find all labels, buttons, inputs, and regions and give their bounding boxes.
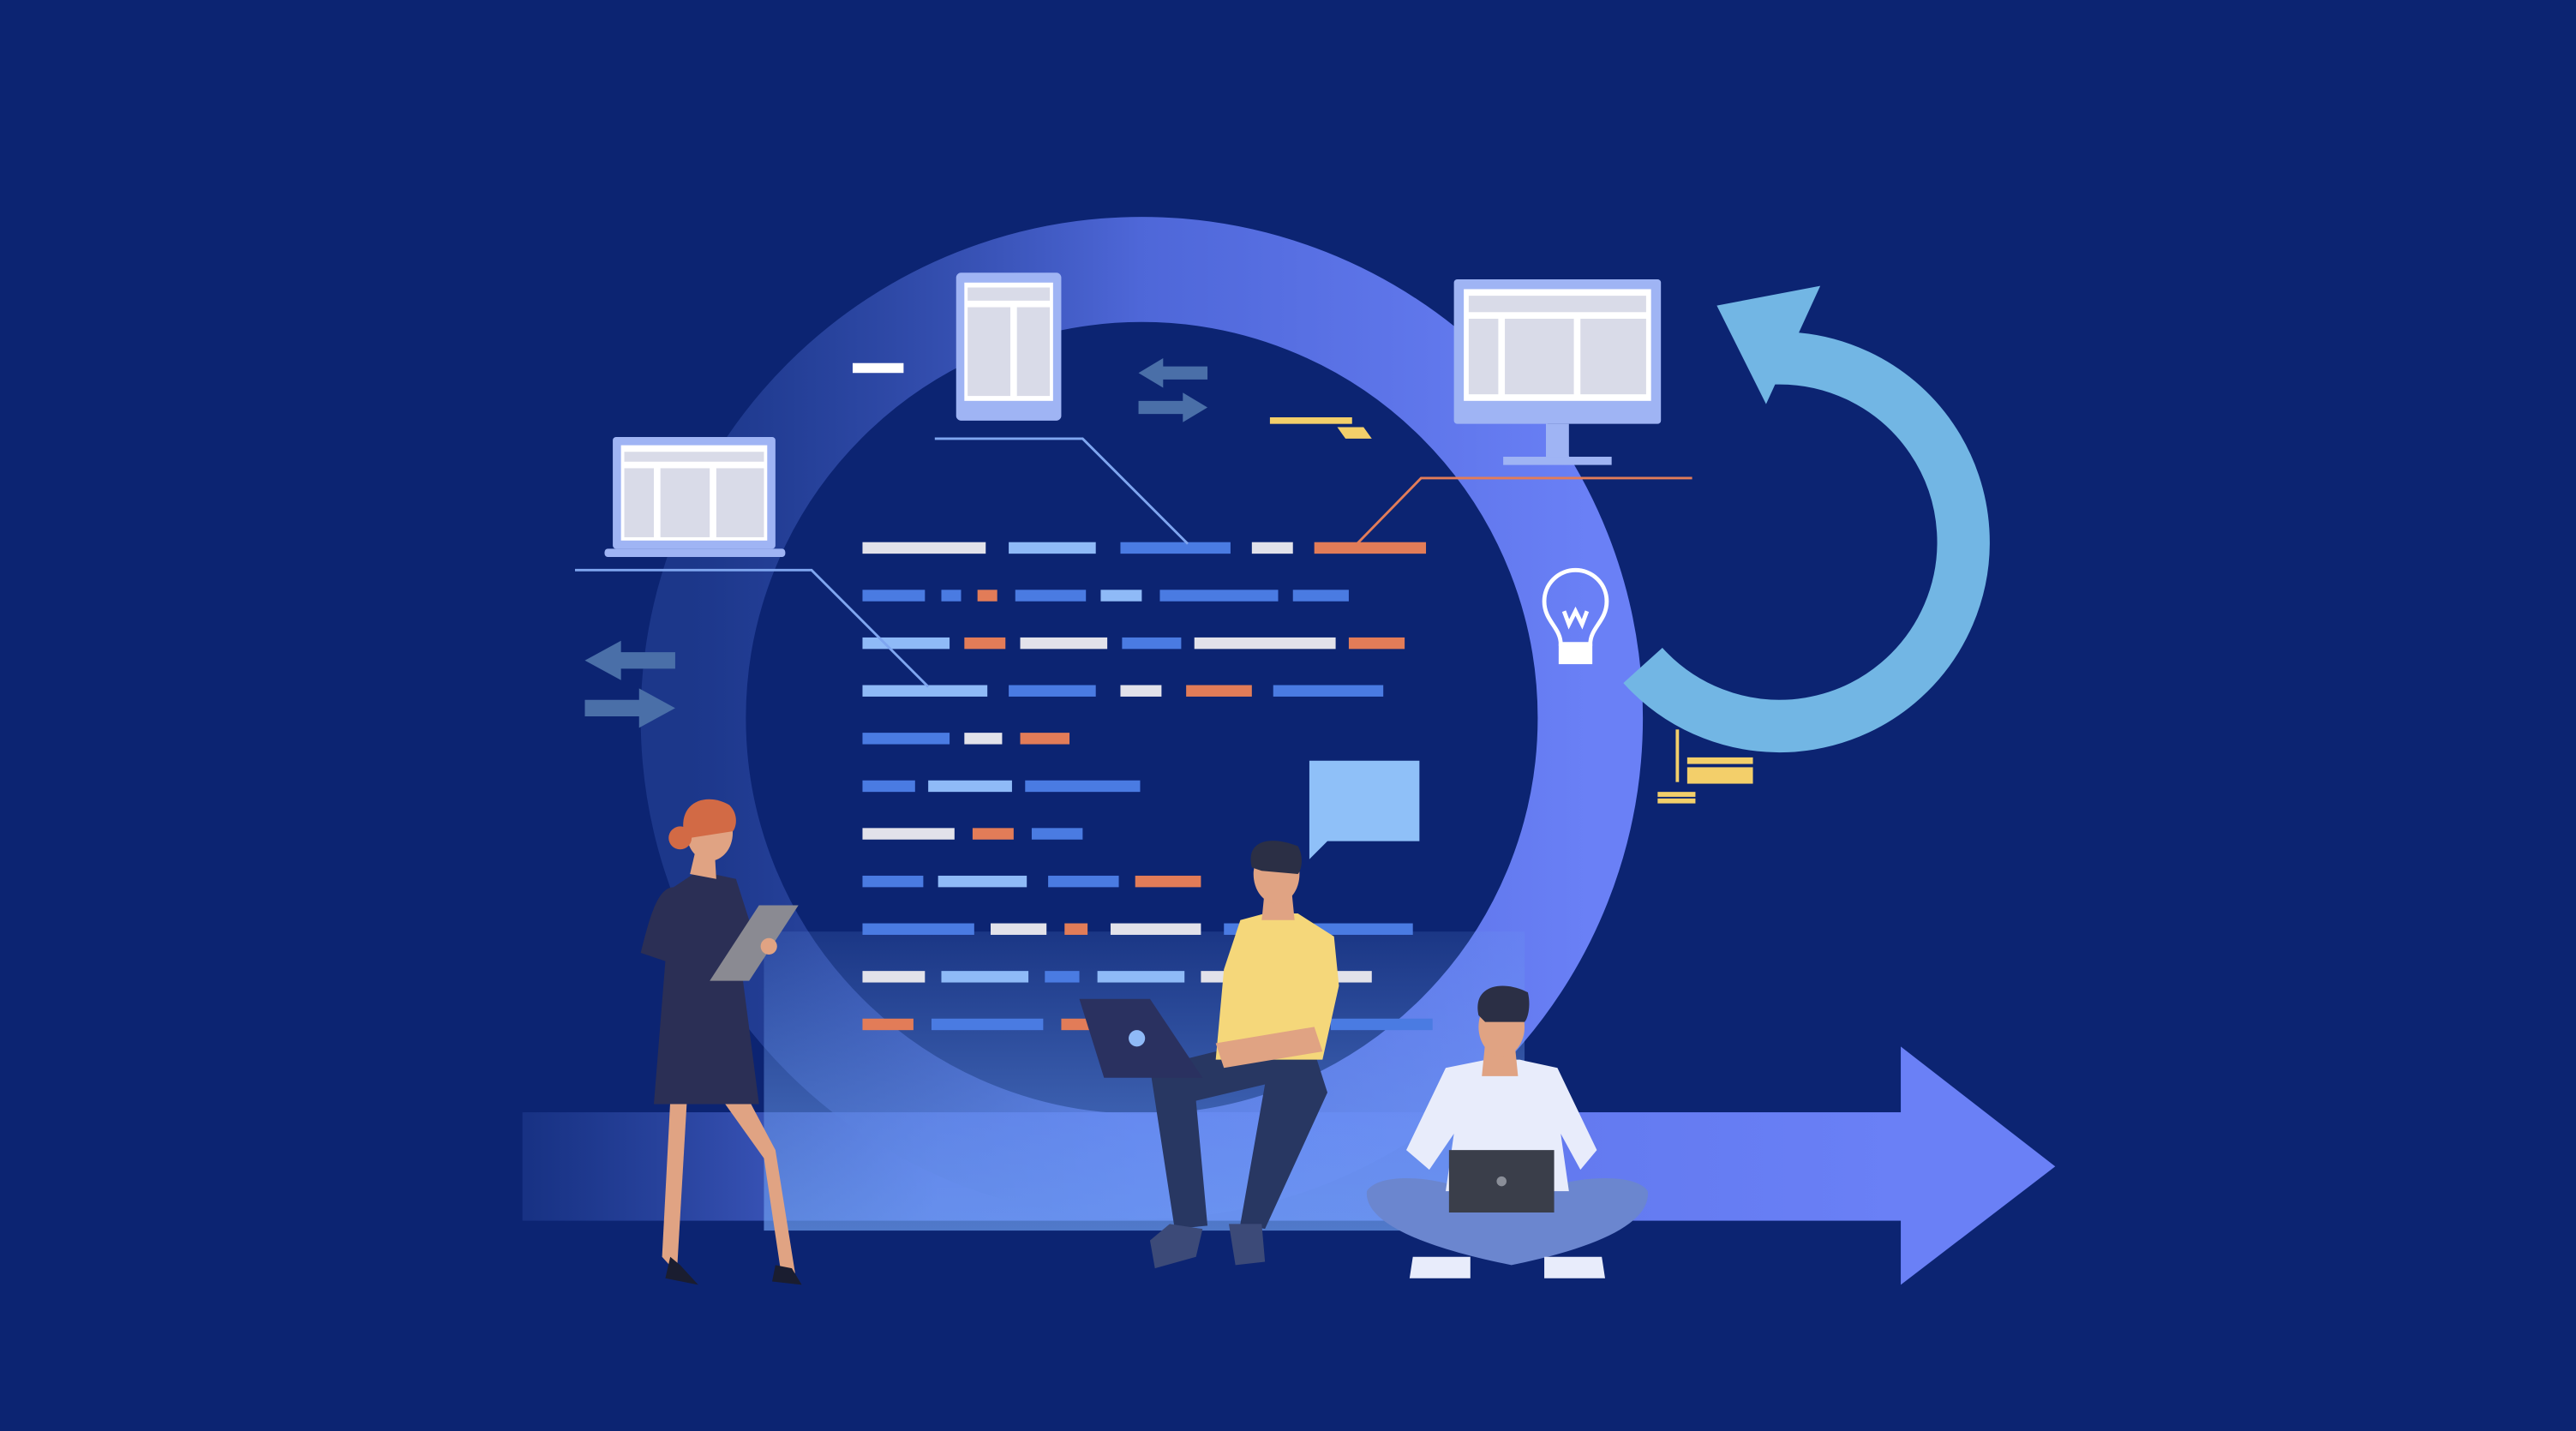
person-man-with-laptop	[1079, 841, 1339, 1269]
person-man-cross-legged	[1366, 985, 1648, 1278]
code-line-segment	[862, 875, 924, 888]
code-line-segment	[1097, 971, 1185, 983]
accent-marks	[1269, 417, 1753, 804]
connector-lines	[574, 437, 1692, 688]
code-line-segment	[1020, 637, 1108, 650]
code-line-segment	[1122, 637, 1182, 650]
tablet-icon	[852, 272, 1062, 421]
laptop-icon	[604, 437, 786, 557]
code-line-segment	[1025, 780, 1141, 793]
code-line-segment	[1273, 685, 1384, 697]
code-line-segment	[862, 637, 950, 650]
code-line-segment	[1064, 923, 1088, 935]
code-line-segment	[1314, 542, 1427, 554]
code-line-segment	[1100, 590, 1142, 602]
code-line-segment	[862, 542, 986, 554]
code-line-segment	[1045, 971, 1080, 983]
code-line-segment	[862, 828, 955, 840]
code-line-segment	[977, 590, 997, 602]
code-line-segment	[1292, 590, 1349, 602]
code-line-segment	[1348, 637, 1405, 650]
code-line-segment	[862, 590, 926, 602]
code-line-segment	[1330, 1018, 1433, 1031]
code-line-segment	[941, 590, 962, 602]
code-line-segment	[964, 637, 1006, 650]
code-line-segment	[1020, 733, 1070, 745]
code-line-segment	[1186, 685, 1252, 697]
lightbulb-icon	[1542, 568, 1609, 665]
cycle-arrow-icon	[1623, 285, 1990, 753]
code-line-segment	[1048, 875, 1119, 888]
chat-bubble-icon	[1309, 760, 1420, 859]
code-line-segment	[941, 971, 1029, 983]
code-line-segment	[1031, 828, 1083, 840]
code-line-segment	[862, 733, 950, 745]
code-line-segment	[1110, 923, 1201, 935]
person-woman-with-tablet	[640, 799, 802, 1285]
code-lines	[862, 542, 1433, 1031]
code-line-segment	[862, 971, 926, 983]
code-line-segment	[1159, 590, 1279, 602]
code-line-segment	[862, 780, 915, 793]
code-line-segment	[1015, 590, 1087, 602]
code-line-segment	[1135, 875, 1201, 888]
code-line-segment	[1194, 637, 1336, 650]
monitor-icon	[1453, 278, 1662, 465]
swap-arrows-icon	[584, 357, 1208, 728]
code-line-segment	[1120, 542, 1231, 554]
code-line-segment	[862, 685, 988, 697]
code-line-segment	[1061, 1018, 1094, 1031]
code-line-segment	[1009, 685, 1096, 697]
code-line-segment	[1009, 542, 1096, 554]
code-line-segment	[862, 923, 974, 935]
code-line-segment	[862, 1018, 914, 1031]
code-line-segment	[1120, 685, 1162, 697]
code-line-segment	[991, 923, 1047, 935]
code-line-segment	[972, 828, 1014, 840]
code-line-segment	[931, 1018, 1044, 1031]
code-line-segment	[928, 780, 1012, 793]
code-line-segment	[964, 733, 1003, 745]
code-line-segment	[1251, 542, 1293, 554]
code-line-segment	[938, 875, 1027, 888]
